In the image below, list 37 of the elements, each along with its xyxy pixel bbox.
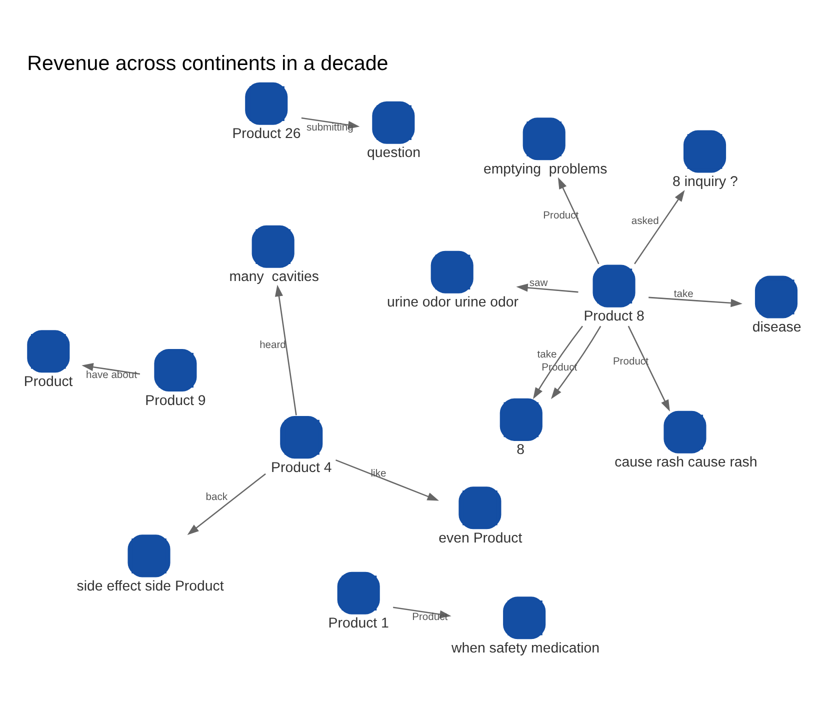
node-label: Product 4 [271, 459, 332, 476]
node-label: 8 [516, 442, 525, 458]
diagram-title: Revenue across continents in a decade [27, 51, 388, 74]
node-label: question [366, 144, 421, 161]
edge-label: take [674, 288, 694, 300]
arrow [516, 283, 578, 292]
edge-label: heard [260, 339, 286, 350]
edge-label: take [537, 349, 557, 360]
arrow [187, 472, 266, 535]
node-label: emptying problems [483, 160, 608, 177]
arrow [648, 296, 742, 307]
node-label: urine odor urine odor [386, 294, 519, 310]
edge-label: back [206, 492, 228, 503]
node-label: even Product [438, 530, 522, 546]
node-label: when safety medication [451, 640, 600, 656]
node-label: disease [752, 319, 802, 336]
node-label: 8 inquiry ? [672, 174, 738, 190]
arrow [274, 284, 297, 415]
arrow [634, 189, 685, 264]
arrow [533, 325, 583, 399]
arrow [82, 362, 140, 374]
node-label: Product 26 [232, 126, 301, 142]
node-label: Product [24, 373, 73, 390]
edge-label: have about [86, 370, 137, 381]
node-label: side effect side Product [76, 578, 224, 594]
node-label: Product 9 [145, 392, 206, 408]
edge-label: saw [529, 278, 548, 289]
node-label: many cavities [229, 268, 320, 285]
edge-label: asked [631, 216, 659, 227]
arrow [335, 458, 439, 500]
edge-label: like [370, 468, 386, 480]
arrow [550, 325, 602, 399]
node-label: cause rash cause rash [614, 454, 758, 470]
arrow [628, 325, 670, 411]
arrow [558, 176, 600, 264]
node-label: Product 1 [328, 615, 389, 632]
node-label: Product 8 [584, 308, 644, 324]
